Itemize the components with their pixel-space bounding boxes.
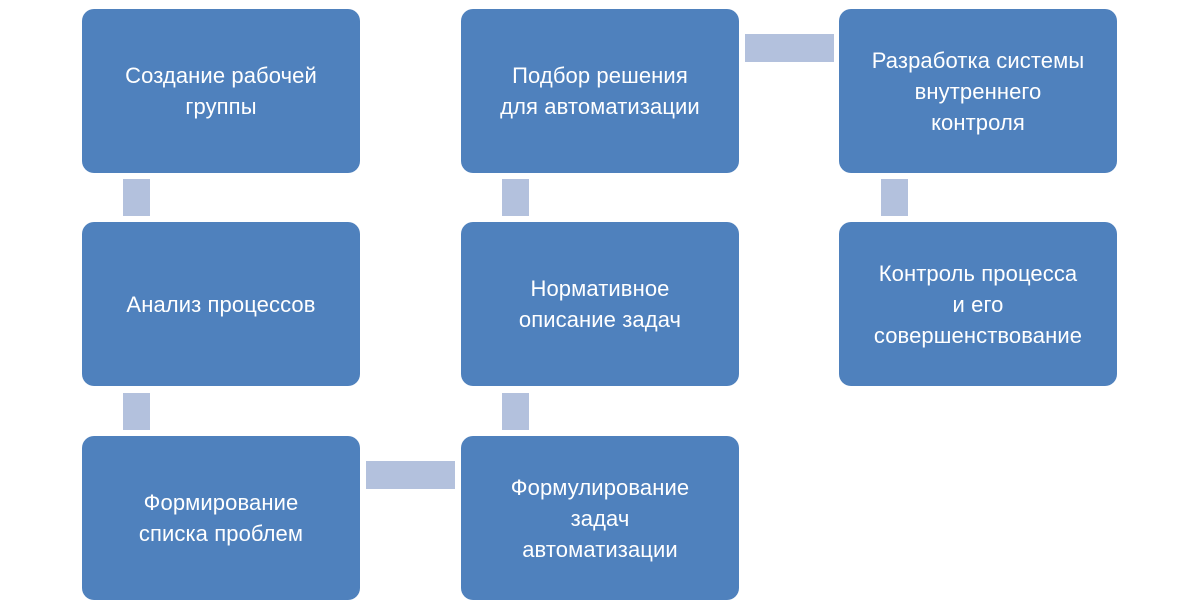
connector-4-to-7 <box>745 34 834 62</box>
step-problem-list: Формирование списка проблем <box>82 436 360 600</box>
step-label: Нормативное описание задач <box>518 276 682 332</box>
step-automation-tasks-formulation: Формулирование задач автоматизации <box>461 436 739 600</box>
step-normative-task-description: Нормативное описание задач <box>461 222 739 386</box>
step-label: Формирование списка проблем <box>138 490 304 546</box>
step-label: Разработка системы внутреннего контроля <box>871 47 1085 135</box>
connector-3-to-6 <box>366 461 455 489</box>
connector-1-to-2 <box>123 179 150 216</box>
step-label: Анализ процессов <box>126 291 316 317</box>
step-label: Подбор решения для автоматизации <box>500 63 700 119</box>
connector-5-to-4 <box>502 179 529 216</box>
step-label: Формулирование задач автоматизации <box>510 474 690 562</box>
step-label: Контроль процесса и его совершенствовани… <box>873 260 1083 348</box>
step-automation-solution-selection: Подбор решения для автоматизации <box>461 9 739 173</box>
connector-6-to-5 <box>502 393 529 430</box>
connector-2-to-3 <box>123 393 150 430</box>
step-internal-control-system: Разработка системы внутреннего контроля <box>839 9 1117 173</box>
step-create-working-group: Создание рабочей группы <box>82 9 360 173</box>
step-process-control-improvement: Контроль процесса и его совершенствовани… <box>839 222 1117 386</box>
connector-7-to-8 <box>881 179 908 216</box>
step-process-analysis: Анализ процессов <box>82 222 360 386</box>
step-label: Создание рабочей группы <box>125 63 317 119</box>
